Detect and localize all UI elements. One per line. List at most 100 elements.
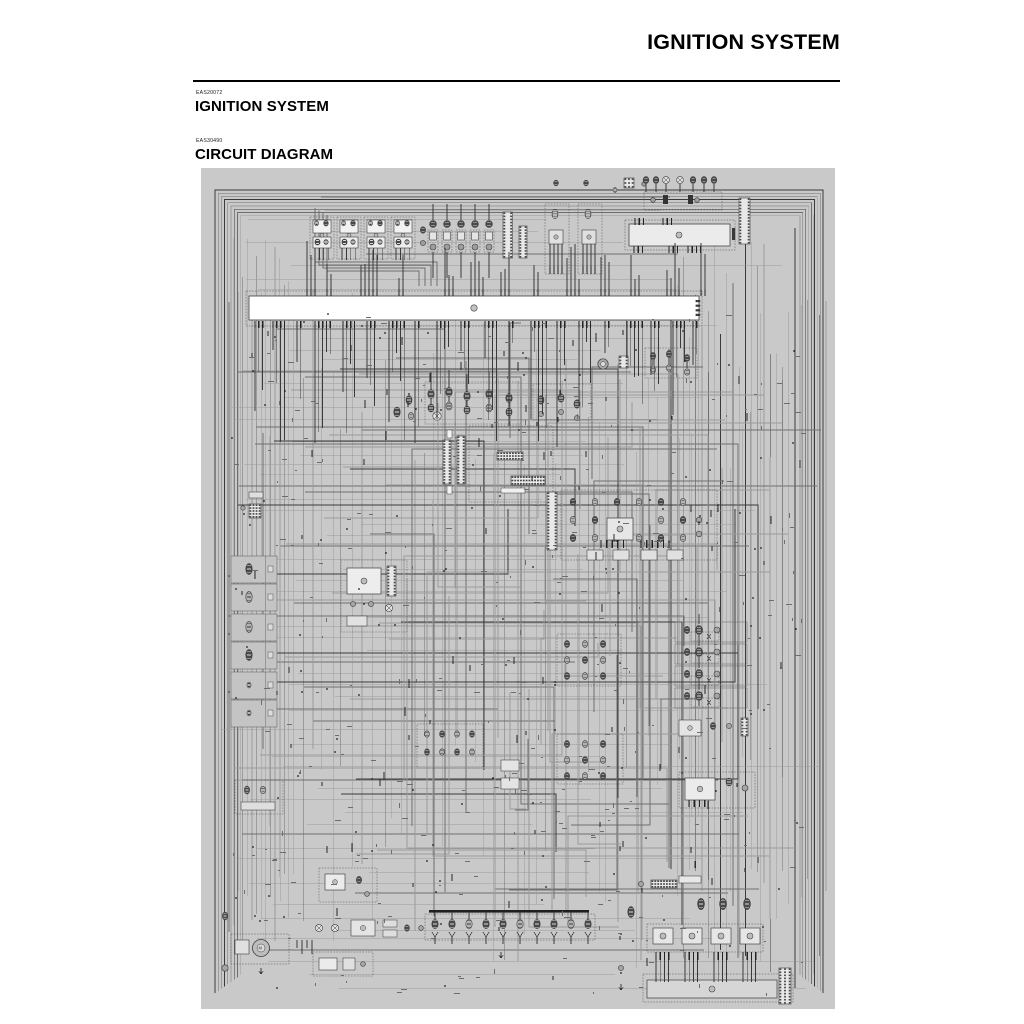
connector-plug <box>377 220 383 227</box>
connector-plug <box>666 364 672 372</box>
circuit-diagram-image: M <box>201 168 835 1009</box>
connector-plug <box>245 591 253 603</box>
terminal-stubs <box>666 289 680 296</box>
connector-plug <box>582 772 588 780</box>
connector-plug <box>222 911 228 921</box>
connector-plug <box>246 709 252 717</box>
terminal-stubs <box>600 289 610 296</box>
connector-plug <box>725 777 733 787</box>
pin-connector-block <box>740 717 749 737</box>
connector-plug <box>469 730 475 738</box>
relay-bank <box>309 216 416 260</box>
connector-plug <box>341 220 346 227</box>
terminal-stubs <box>650 321 660 328</box>
terminal-stubs <box>326 289 332 296</box>
terminal-stubs <box>414 321 420 328</box>
terminal-stubs <box>360 289 378 296</box>
terminal-stubs <box>366 321 376 328</box>
terminal-stubs <box>713 952 728 960</box>
connector-plug <box>457 220 465 228</box>
mid-right-sensor-cluster <box>597 347 698 379</box>
svg-text:M: M <box>259 946 263 951</box>
connector-plug <box>550 919 558 929</box>
connector-plug <box>582 656 588 664</box>
connector-plug <box>533 919 541 929</box>
terminal-stubs <box>582 266 596 274</box>
connector-plug <box>557 393 565 403</box>
coil-assembly-group <box>544 177 647 275</box>
coil-symbol <box>584 209 592 219</box>
connector-plug <box>350 220 356 227</box>
connector-plug <box>485 220 493 228</box>
terminal-stubs <box>272 321 286 328</box>
pin-connector-block <box>650 879 678 889</box>
connector-plug <box>454 748 460 756</box>
running-head-title: IGNITION SYSTEM <box>647 30 840 54</box>
terminal-stubs <box>655 952 670 960</box>
connector-plug <box>259 786 267 794</box>
connector-plug <box>564 656 570 664</box>
connector-plug <box>564 640 570 648</box>
connector-plug <box>689 176 697 184</box>
connector-plug <box>719 898 727 910</box>
fuse-column <box>420 220 495 253</box>
connector-plug <box>679 498 687 506</box>
annotation-layer <box>233 315 806 996</box>
wire-layer-dark <box>231 184 801 989</box>
connector-plug <box>697 898 705 910</box>
left-mid-connector <box>240 491 264 519</box>
connector-plug <box>684 626 690 634</box>
terminal-stubs <box>444 289 454 296</box>
lamp-symbol <box>385 604 393 612</box>
pin-connector-block <box>496 451 524 461</box>
connector-plug <box>569 498 577 506</box>
ground-symbol <box>618 984 624 990</box>
connector-plug <box>564 772 570 780</box>
terminal-stubs <box>388 321 405 328</box>
section-code-ignition-system: EAS20072 <box>196 90 223 96</box>
coil-symbol <box>551 209 559 219</box>
terminal-stubs <box>566 289 580 296</box>
connector-plug <box>591 498 599 506</box>
pin-connector-block <box>518 225 528 259</box>
terminal-stubs <box>700 289 706 296</box>
connector-plug <box>700 176 708 184</box>
connector-plug <box>695 691 703 701</box>
ground-symbol <box>258 968 264 974</box>
terminal-stubs <box>692 321 698 328</box>
lamp-symbol <box>662 176 670 184</box>
section-title-ignition-system: IGNITION SYSTEM <box>195 98 330 115</box>
connector-plug <box>650 366 656 374</box>
connector-plug <box>600 656 606 664</box>
pin-connector-block <box>546 491 558 551</box>
terminal-stubs <box>600 540 625 548</box>
connector-plug <box>499 919 507 929</box>
lamp-symbol <box>676 176 684 184</box>
section-code-circuit-diagram: EAS30490 <box>196 138 223 144</box>
terminal-stubs <box>672 321 686 328</box>
connector-plug <box>350 239 356 245</box>
terminal-stubs <box>533 289 539 296</box>
connector-plug <box>427 403 435 413</box>
connector-plug <box>244 785 250 795</box>
terminal-stubs <box>578 321 592 328</box>
control-module-lower <box>340 559 408 633</box>
connector-plug <box>405 395 413 405</box>
terminal-stubs <box>668 246 679 253</box>
connector-plug <box>600 756 606 764</box>
connector-plug <box>657 498 665 506</box>
terminal-stubs <box>398 289 404 296</box>
connector-plug <box>582 740 588 748</box>
connector-plug <box>245 621 253 633</box>
connector-plug <box>666 350 672 358</box>
connector-plug <box>439 748 445 756</box>
connector-plug <box>465 919 473 929</box>
terminal-stubs <box>688 800 706 807</box>
connector-plug <box>564 672 570 680</box>
connector-plug <box>657 516 665 524</box>
connector-plug <box>569 516 577 524</box>
terminal-stubs <box>306 289 316 296</box>
coil-group-bank <box>674 621 749 737</box>
connector-plug <box>368 220 373 227</box>
